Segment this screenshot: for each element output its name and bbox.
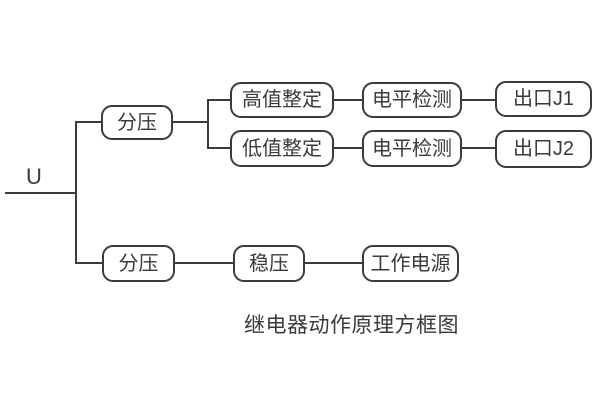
bottom-branch-line	[75, 262, 104, 264]
divider2-to-regulator-line	[174, 262, 235, 264]
level2-to-j2-line	[461, 147, 497, 149]
node-output-j1: 出口J1	[495, 81, 592, 117]
divider-to-splitter-line	[172, 121, 209, 123]
node-output-j2: 出口J2	[495, 130, 592, 168]
node-low-value-setting: 低值整定	[230, 130, 334, 167]
node-level-detection-2: 电平检测	[362, 130, 462, 167]
node-voltage-divider-bottom: 分压	[102, 245, 175, 282]
node-voltage-divider-top: 分压	[101, 105, 173, 140]
top-branch-line	[75, 121, 103, 123]
node-working-power-supply: 工作电源	[362, 245, 459, 282]
splitter-vertical-line	[207, 99, 209, 149]
node-level-detection-1: 电平检测	[362, 82, 462, 118]
diagram-caption: 继电器动作原理方框图	[244, 314, 459, 337]
regulator-to-power-line	[304, 262, 364, 264]
low-to-level2-line	[333, 147, 364, 149]
high-to-level1-line	[333, 99, 364, 101]
node-voltage-regulator: 稳压	[233, 245, 305, 282]
level1-to-j1-line	[461, 99, 497, 101]
input-voltage-label: U	[26, 164, 42, 189]
splitter-to-low-line	[207, 147, 232, 149]
input-line	[5, 192, 76, 194]
trunk-vertical-line	[75, 121, 77, 264]
node-high-value-setting: 高值整定	[230, 82, 334, 118]
splitter-to-high-line	[207, 99, 232, 101]
